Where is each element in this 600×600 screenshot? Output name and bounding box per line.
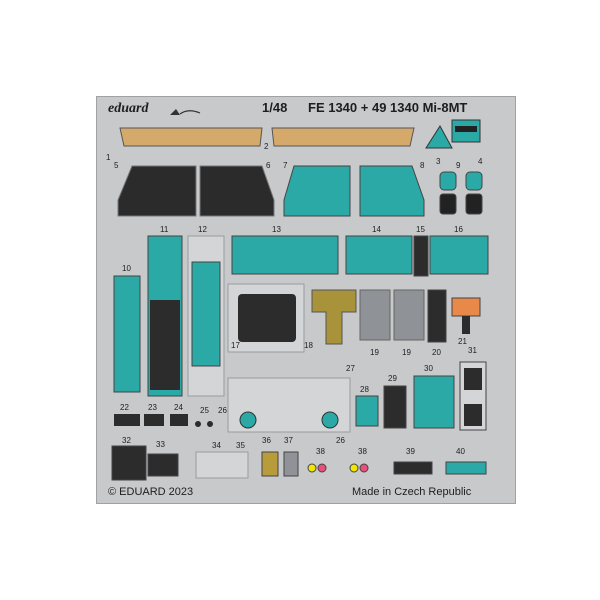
- part-number: 19: [402, 348, 411, 357]
- part-number: 26: [336, 436, 345, 445]
- part-13: [231, 235, 339, 275]
- part-5: [117, 165, 197, 217]
- part-number: 18: [304, 341, 313, 350]
- part-number: 22: [120, 403, 129, 412]
- part-number: 27: [346, 364, 355, 373]
- part-number: 1: [106, 153, 111, 162]
- part-number: 5: [114, 161, 119, 170]
- part-number: 37: [284, 436, 293, 445]
- part-number: 11: [160, 225, 169, 234]
- product-code: FE 1340 + 49 1340 Mi-8MT: [308, 100, 468, 115]
- part-39: [393, 461, 433, 475]
- part-number: 26: [218, 406, 227, 415]
- part-6: [199, 165, 275, 217]
- part-number: 39: [406, 447, 415, 456]
- part-14: [345, 235, 413, 275]
- part-number: 8: [420, 161, 425, 170]
- part-number: 2: [264, 142, 269, 151]
- part-number: 38: [316, 447, 325, 456]
- part-28: [355, 395, 379, 427]
- part-number: 16: [454, 225, 463, 234]
- part-33: [147, 453, 179, 477]
- part-29: [383, 385, 407, 429]
- part-number: 13: [272, 225, 281, 234]
- part-number: 7: [283, 161, 288, 170]
- origin-label: Made in Czech Republic: [352, 486, 472, 498]
- part-number: 9: [456, 161, 461, 170]
- part-number: 14: [372, 225, 381, 234]
- part-20: [427, 289, 447, 343]
- part-number: 3: [436, 157, 441, 166]
- part-number: 25: [200, 406, 209, 415]
- part-number: 17: [231, 341, 240, 350]
- part-number: 23: [148, 403, 157, 412]
- part-8: [359, 165, 425, 217]
- part-40: [445, 461, 487, 475]
- part-number: 21: [458, 337, 467, 346]
- part-number: 12: [198, 225, 207, 234]
- part-number: 15: [416, 225, 425, 234]
- part-number: 30: [424, 364, 433, 373]
- part-number: 33: [156, 440, 165, 449]
- part-number: 34: [212, 441, 221, 450]
- part-number: 29: [388, 374, 397, 383]
- zoom-logo-icon: [168, 104, 202, 115]
- part-number: 35: [236, 441, 245, 450]
- part-number: 20: [432, 348, 441, 357]
- part-15: [413, 235, 429, 277]
- part-number: 24: [174, 403, 183, 412]
- part-7: [283, 165, 351, 217]
- part-number: 32: [122, 436, 131, 445]
- part-number: 19: [370, 348, 379, 357]
- part-3: [425, 125, 453, 149]
- copyright: © EDUARD 2023: [108, 486, 194, 498]
- part-21: [451, 297, 481, 317]
- scale-label: 1/48: [262, 100, 288, 115]
- part-number: 31: [468, 346, 477, 355]
- part-37: [283, 451, 299, 477]
- brand-logo: eduard: [108, 101, 149, 116]
- part-36: [261, 451, 279, 477]
- part-30: [413, 375, 455, 429]
- part-27: [227, 377, 351, 433]
- part-number: 4: [478, 157, 483, 166]
- part-16: [429, 235, 489, 275]
- part-18: [311, 289, 357, 345]
- part-number: 28: [360, 385, 369, 394]
- part-number: 40: [456, 447, 465, 456]
- part-32: [111, 445, 147, 481]
- part-number: 10: [122, 264, 131, 273]
- part-10: [113, 275, 141, 393]
- part-number: 36: [262, 436, 271, 445]
- part-number: 38: [358, 447, 367, 456]
- part-19b: [393, 289, 425, 341]
- part-2-strips: [119, 127, 415, 147]
- part-number: 6: [266, 161, 271, 170]
- part-19: [359, 289, 391, 341]
